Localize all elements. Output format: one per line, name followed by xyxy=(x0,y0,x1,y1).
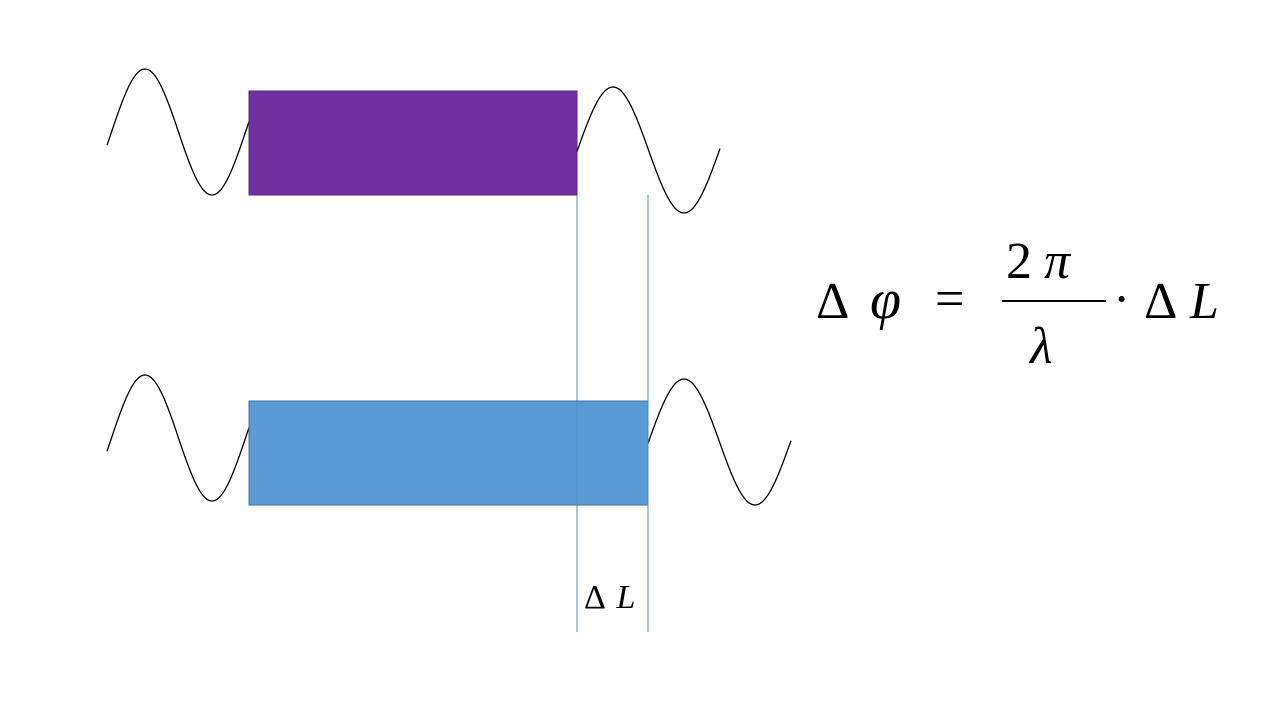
formula-rhs-l: L xyxy=(1189,273,1219,330)
wave-top-left xyxy=(106,68,253,196)
long-path-bar xyxy=(248,400,649,506)
delta-l-label-delta: Δ xyxy=(584,579,605,616)
formula-dot: · xyxy=(1113,271,1130,328)
formula-lhs-delta: Δ xyxy=(816,273,849,330)
wave-top-right xyxy=(576,86,721,214)
delta-l-label-l: L xyxy=(616,579,636,616)
formula-equals: = xyxy=(935,271,964,328)
wave-bottom-right xyxy=(647,378,792,506)
formula-numerator-pi: π xyxy=(1044,233,1072,290)
formula-rhs-delta: Δ xyxy=(1144,273,1177,330)
top-path xyxy=(106,68,721,214)
short-path-bar xyxy=(248,90,578,196)
formula-denominator-lambda: λ xyxy=(1028,318,1053,375)
bottom-path xyxy=(106,374,792,506)
wave-bottom-left xyxy=(106,374,253,502)
delta-l-label: Δ L xyxy=(584,579,635,616)
formula-numerator-two: 2 xyxy=(1006,233,1032,290)
formula-lhs-phi: φ xyxy=(870,269,901,331)
phase-formula: Δ φ = 2 π λ · Δ L xyxy=(816,233,1219,375)
